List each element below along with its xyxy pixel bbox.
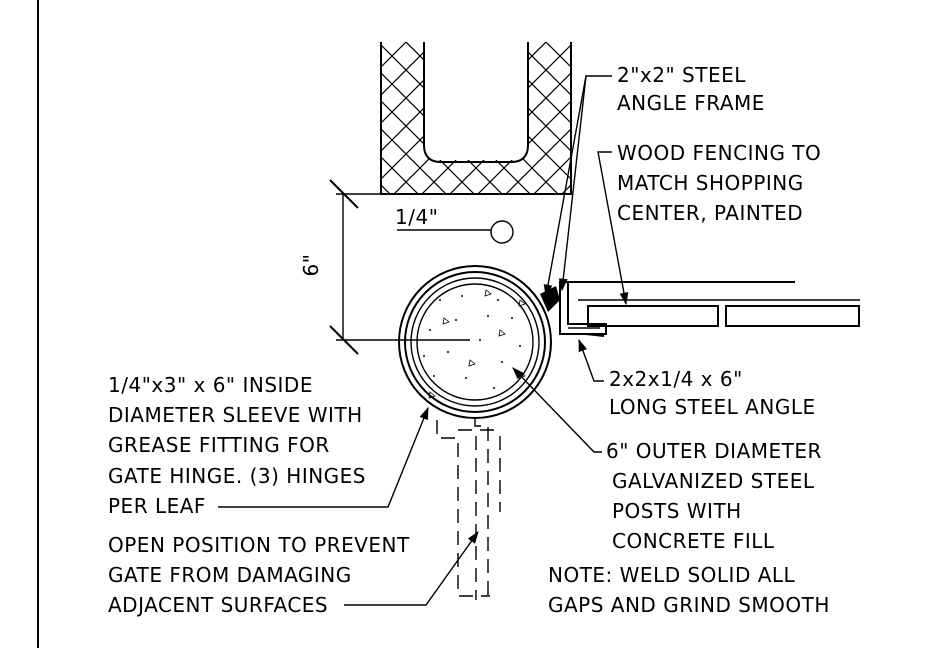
post-dimension-label: 6" [299,254,323,277]
wood-fencing-boards [587,305,860,327]
sleeve-label-line-1: 1/4"x3" x 6" INSIDE [108,373,313,397]
open-position-label-line-1: OPEN POSITION TO PREVENT [108,533,410,557]
sleeve-label-line-2: DIAMETER SLEEVE WITH [108,403,363,427]
angle-frame-label-line-1: 2"x2" STEEL [617,63,746,87]
steel-angle-callout: 2x2x1/4 x 6" LONG STEEL ANGLE [578,338,816,419]
angle-frame-label-line-2: ANGLE FRAME [617,91,765,115]
weld-note: NOTE: WELD SOLID ALL GAPS AND GRIND SMOO… [548,563,830,617]
steel-angle-label-line-1: 2x2x1/4 x 6" [609,367,743,391]
note-line-2: GAPS AND GRIND SMOOTH [548,593,830,617]
post-label-line-1: 6" OUTER DIAMETER [606,439,822,463]
gap-label: 1/4" [395,205,438,229]
sleeve-label-line-5: PER LEAF [108,494,206,518]
open-position-label-line-2: GATE FROM DAMAGING [108,563,352,587]
open-position-callout: OPEN POSITION TO PREVENT GATE FROM DAMAG… [108,530,479,617]
post-label-line-2: GALVANIZED STEEL [612,469,815,493]
post-label-line-3: POSTS WITH [612,499,742,523]
sleeve-label-line-4: GATE HINGE. (3) HINGES [108,464,366,488]
post-dimension: 6" [299,179,470,355]
concrete-fill-stipple [423,289,526,399]
angle-frame-callout: 2"x2" STEEL ANGLE FRAME [543,63,765,298]
wood-fencing-label-line-1: WOOD FENCING TO [617,141,821,165]
galvanized-steel-post [398,265,552,419]
sleeve-callout: 1/4"x3" x 6" INSIDE DIAMETER SLEEVE WITH… [108,373,429,518]
wood-fencing-label-line-2: MATCH SHOPPING [617,171,804,195]
sleeve-label-line-3: GREASE FITTING FOR [108,433,330,457]
wood-fencing-callout: WOOD FENCING TO MATCH SHOPPING CENTER, P… [597,141,821,306]
gap-callout: 1/4" [395,205,514,244]
post-label-line-4: CONCRETE FILL [612,529,775,553]
note-line-1: NOTE: WELD SOLID ALL [548,563,796,587]
wood-fencing-label-line-3: CENTER, PAINTED [617,201,803,225]
open-position-label-line-3: ADJACENT SURFACES [108,593,328,617]
steel-angle-label-line-2: LONG STEEL ANGLE [609,395,816,419]
post-callout: 6" OUTER DIAMETER GALVANIZED STEEL POSTS… [512,367,822,553]
adjacent-wall-section [380,42,572,195]
open-gate-position [436,418,501,600]
